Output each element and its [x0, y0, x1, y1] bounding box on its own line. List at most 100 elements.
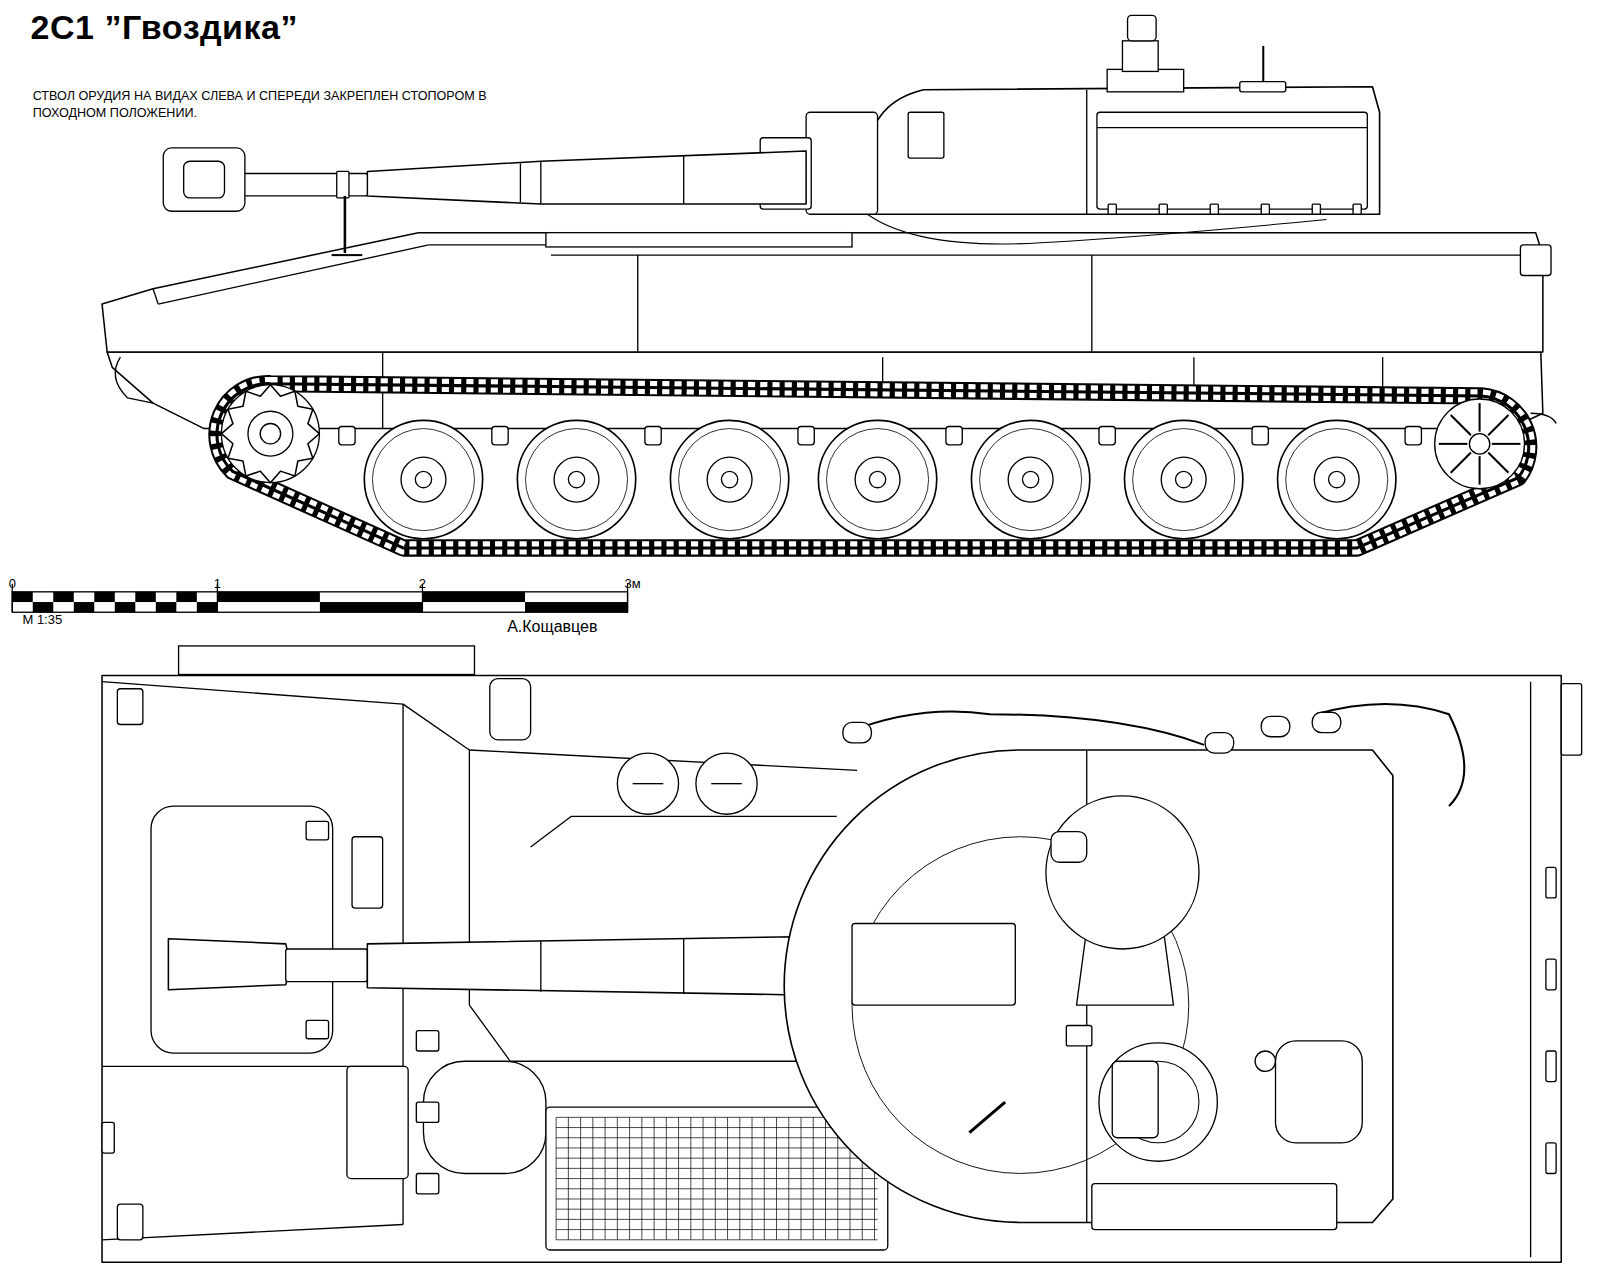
gun-housing — [852, 923, 1015, 1005]
suspension-arm — [946, 427, 962, 445]
outline-line — [556, 1239, 877, 1240]
outline-line — [153, 289, 158, 304]
scale-segment — [217, 592, 320, 602]
outline-line — [1086, 90, 1087, 214]
scale-number: 1 — [214, 577, 221, 592]
wheel-cap — [1176, 471, 1192, 487]
suspension-arm — [339, 427, 355, 445]
fender-box — [546, 233, 852, 247]
road-wheel-rim — [1133, 429, 1235, 531]
barrel-collar — [337, 171, 349, 198]
outline-line — [520, 163, 521, 202]
scale-segment — [135, 592, 156, 602]
scale-segment — [156, 602, 177, 612]
handrail-cable — [531, 816, 837, 847]
top-view — [102, 646, 1582, 1262]
scale-segment — [320, 602, 423, 612]
scale-number: 2 — [419, 577, 426, 592]
wheel-cap — [721, 471, 737, 487]
rear-light — [1520, 245, 1551, 276]
engine-hatch — [423, 1061, 545, 1173]
outline-line — [540, 941, 541, 992]
rear-step — [1561, 684, 1581, 755]
outline-line — [556, 1219, 877, 1220]
muzzle-brake-top — [168, 939, 290, 990]
driver-hatch — [151, 806, 333, 1053]
outline-line — [637, 255, 638, 352]
outline-line — [556, 1158, 877, 1159]
scale-segment — [74, 602, 95, 612]
loader-hatch — [1046, 796, 1199, 949]
road-wheel-rim — [526, 429, 628, 531]
rear-hook — [1531, 413, 1557, 423]
hull-top — [102, 676, 1561, 1263]
scale-segment — [33, 602, 54, 612]
clamp — [1159, 204, 1167, 214]
suspension-arm — [1099, 427, 1115, 445]
turret-top — [784, 750, 1393, 1222]
outline-line — [1097, 127, 1367, 128]
outline-line — [633, 783, 664, 784]
filler-cap — [617, 753, 678, 814]
vision-port — [352, 837, 383, 908]
periscope — [1122, 41, 1158, 72]
outline-line — [556, 1168, 877, 1169]
outline-line — [556, 1127, 877, 1128]
road-wheel — [971, 420, 1089, 538]
handle — [969, 1102, 1005, 1133]
suspension-arm — [1252, 427, 1268, 445]
wheel-hub — [554, 457, 599, 502]
road-wheel-rim — [372, 429, 474, 531]
sprocket-hub — [248, 411, 293, 456]
glacis-line — [102, 1224, 403, 1239]
outline-line — [556, 1209, 877, 1210]
outline-line — [556, 1198, 877, 1199]
outline-line — [556, 1178, 877, 1179]
track-outer — [217, 384, 1529, 548]
outline-line — [1488, 415, 1508, 435]
road-wheel — [517, 420, 635, 538]
scale-number: 3м — [624, 577, 640, 592]
suspension-arm — [798, 427, 814, 445]
clamp — [1353, 204, 1361, 214]
hinge — [416, 1102, 438, 1122]
gun-barrel-top — [367, 937, 796, 995]
glacis-line — [102, 682, 857, 771]
outline-line — [540, 161, 541, 204]
side-bracket — [1546, 1143, 1556, 1174]
scale-segment — [53, 592, 74, 602]
track-pins — [217, 384, 1529, 548]
headlight — [117, 689, 143, 725]
muzzle-port — [184, 161, 225, 198]
wheel-hub — [401, 457, 446, 502]
lifting-eye — [1312, 712, 1341, 732]
note-text: СТВОЛ ОРУДИЯ НА ВИДАХ СЛЕВА И СПЕРЕДИ ЗА… — [33, 88, 503, 122]
hinge — [306, 821, 328, 839]
wheel-hub — [1008, 457, 1053, 502]
side-bracket — [1546, 867, 1556, 898]
scale-bar — [12, 584, 627, 613]
hinge — [416, 1173, 438, 1193]
headlight — [117, 1204, 143, 1240]
outline-line — [1451, 453, 1471, 473]
road-wheel-rim — [1286, 429, 1388, 531]
outline-line — [711, 783, 742, 784]
outline-line — [556, 1188, 877, 1189]
outline-line — [158, 245, 428, 304]
outline-line — [683, 939, 684, 994]
engine-grille — [556, 1117, 877, 1239]
clamp — [1261, 204, 1269, 214]
sprocket-cap — [260, 423, 280, 443]
outline-line — [1530, 682, 1531, 1258]
cupola — [1107, 69, 1184, 91]
road-wheel — [818, 420, 936, 538]
outline-line — [332, 254, 363, 256]
wheel-cap — [869, 471, 885, 487]
antenna-base — [1240, 82, 1286, 92]
outline-line — [1439, 443, 1468, 445]
idler-wheel — [1435, 399, 1525, 489]
turret-ring — [867, 214, 1326, 244]
gun-barrel — [367, 151, 806, 204]
outline-line — [1479, 403, 1481, 432]
